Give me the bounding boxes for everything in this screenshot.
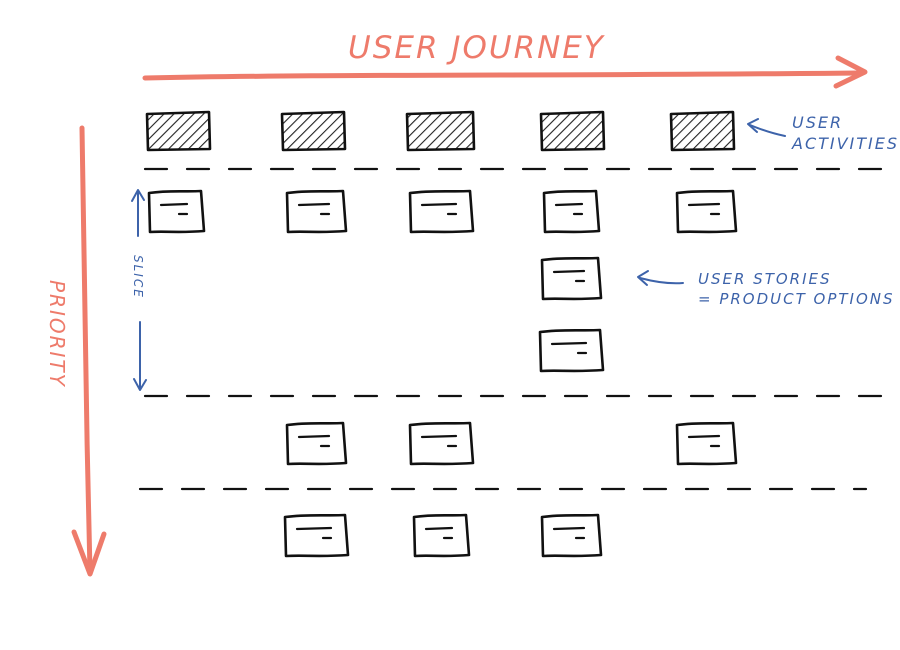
user-stories-label-line2: = PRODUCT OPTIONS <box>698 290 895 308</box>
slice-bracket <box>131 189 147 391</box>
user-activities-annotation: USER ACTIVITIES <box>747 113 899 153</box>
user-stories-annotation: USER STORIES = PRODUCT OPTIONS <box>637 270 895 308</box>
user-activity-card <box>405 110 476 152</box>
user-activities-label-line2: ACTIVITIES <box>791 134 899 153</box>
user-story-card <box>285 189 348 234</box>
user-stories-grid <box>147 189 738 558</box>
user-story-card <box>285 421 348 466</box>
user-story-card <box>538 328 605 373</box>
user-activity-card <box>145 110 212 152</box>
user-stories-label-line1: USER STORIES <box>698 270 832 288</box>
user-story-card <box>675 421 738 466</box>
user-activity-card <box>669 110 736 152</box>
user-story-card <box>408 421 475 466</box>
user-story-card <box>408 189 475 234</box>
user-activity-card <box>280 110 347 152</box>
user-story-card <box>540 513 603 558</box>
user-story-card <box>540 256 603 301</box>
user-activities-label-line1: USER <box>792 113 843 132</box>
user-story-card <box>675 189 738 234</box>
user-journey-label: USER JOURNEY <box>348 30 605 66</box>
slice-label: SLICE <box>131 255 145 299</box>
user-story-card <box>147 189 206 234</box>
priority-arrow <box>71 125 107 577</box>
priority-label: PRIORITY <box>45 280 69 388</box>
user-story-card <box>283 513 350 558</box>
user-story-card <box>542 189 601 234</box>
user-journey-arrow <box>142 55 868 89</box>
user-activity-card <box>539 110 606 152</box>
user-story-card <box>412 513 471 558</box>
slice-divider-lines <box>138 167 892 491</box>
user-activities-row <box>145 110 736 152</box>
